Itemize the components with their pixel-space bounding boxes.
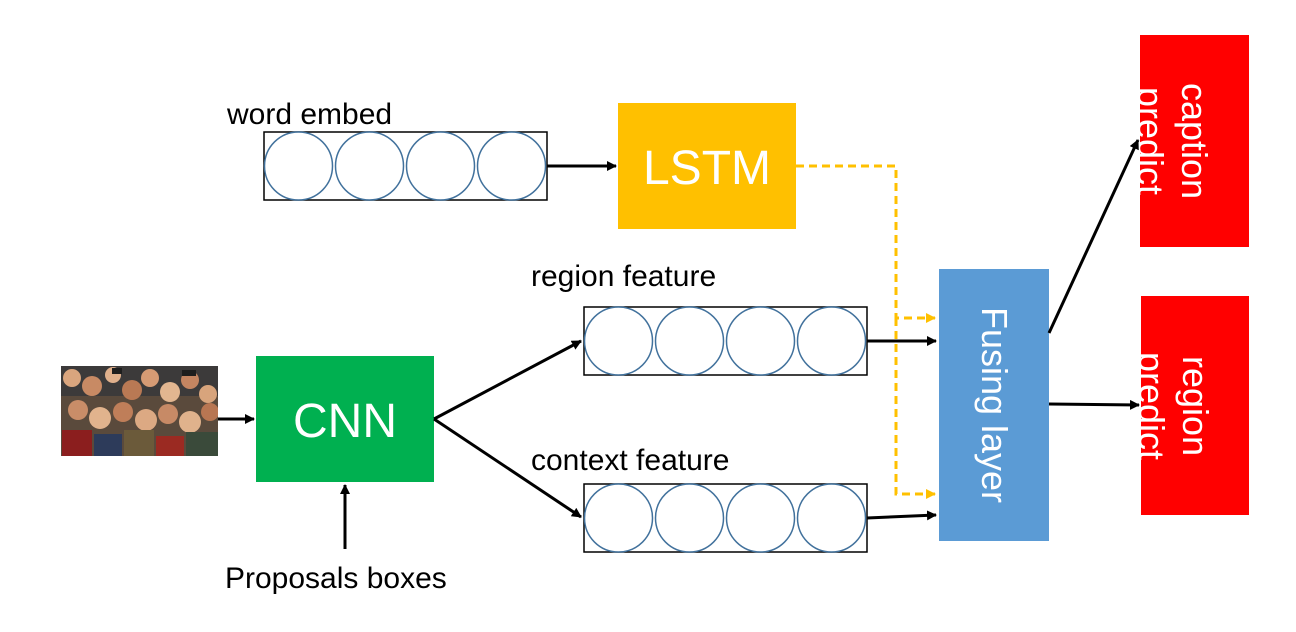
crowd-photo-icon — [61, 366, 218, 456]
cnn-label: CNN — [293, 395, 397, 448]
fusing-layer-block: Fusing layer — [939, 269, 1049, 541]
proposals-label: Proposals boxes — [225, 562, 447, 595]
region-predict-line1: region — [1175, 356, 1216, 456]
dashed-arrow-lstm-to-fusing-bottom — [894, 318, 936, 499]
arrow-fusing-to-region — [1048, 399, 1140, 410]
context-feature-label: context feature — [531, 444, 729, 477]
region-feature-label: region feature — [531, 260, 716, 293]
arrow-cnn-to-context — [433, 417, 582, 519]
region-feature-vector — [583, 306, 868, 376]
word-embed-label: word embed — [226, 98, 392, 131]
word-embed-vector — [263, 131, 548, 201]
caption-predict-line1: caption — [1174, 83, 1215, 199]
caption-predict-block: captionpredict — [1130, 35, 1249, 247]
arrow-cnn-to-region — [433, 339, 582, 421]
region-predict-block: regionpredict — [1131, 296, 1249, 515]
fusing-layer-label: Fusing layer — [974, 307, 1015, 503]
context-feature-vector — [583, 483, 868, 553]
arrow-fusing-to-caption — [1047, 139, 1140, 334]
lstm-label: LSTM — [643, 142, 771, 195]
dashed-arrow-lstm-to-fusing-top — [796, 164, 936, 323]
cnn-block: CNN — [256, 356, 434, 482]
arrow-context-to-fusing — [866, 510, 937, 521]
lstm-block: LSTM — [618, 103, 796, 229]
